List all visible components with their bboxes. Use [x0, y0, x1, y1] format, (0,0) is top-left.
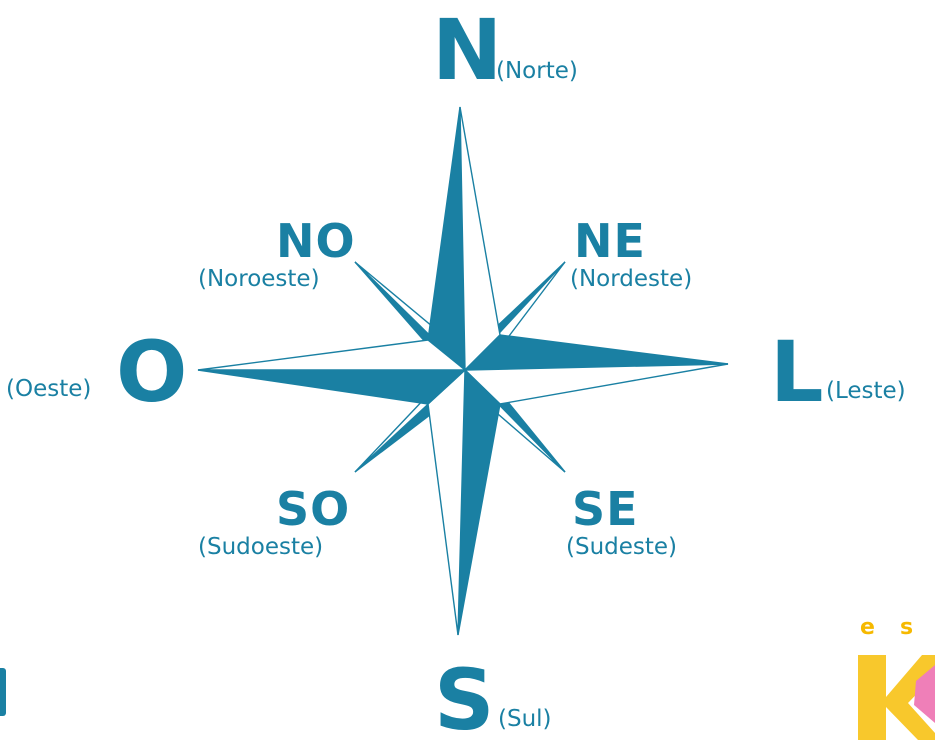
s-point	[428, 370, 500, 635]
east-abbr: L	[770, 330, 822, 414]
west-abbr: O	[116, 330, 185, 414]
north-name: (Norte)	[496, 60, 578, 83]
southeast-name: (Sudeste)	[566, 536, 677, 559]
southwest-abbr: SO	[276, 486, 350, 532]
north-abbr: N	[432, 8, 500, 92]
w-point	[198, 340, 465, 404]
south-abbr: S	[434, 658, 493, 742]
e-point	[465, 335, 728, 404]
east-name: (Leste)	[826, 380, 906, 403]
left-edge-fragment	[0, 668, 6, 716]
southeast-abbr: SE	[572, 486, 639, 532]
logo-k-shape	[852, 615, 935, 740]
west-name: (Oeste)	[6, 378, 91, 401]
kids-logo-icon: e s	[852, 615, 935, 740]
southwest-name: (Sudoeste)	[198, 536, 323, 559]
south-name: (Sul)	[498, 708, 552, 731]
northwest-name: (Noroeste)	[198, 268, 320, 291]
northeast-name: (Nordeste)	[570, 268, 692, 291]
n-point	[428, 107, 500, 370]
northeast-abbr: NE	[574, 218, 646, 264]
northwest-abbr: NO	[276, 218, 356, 264]
